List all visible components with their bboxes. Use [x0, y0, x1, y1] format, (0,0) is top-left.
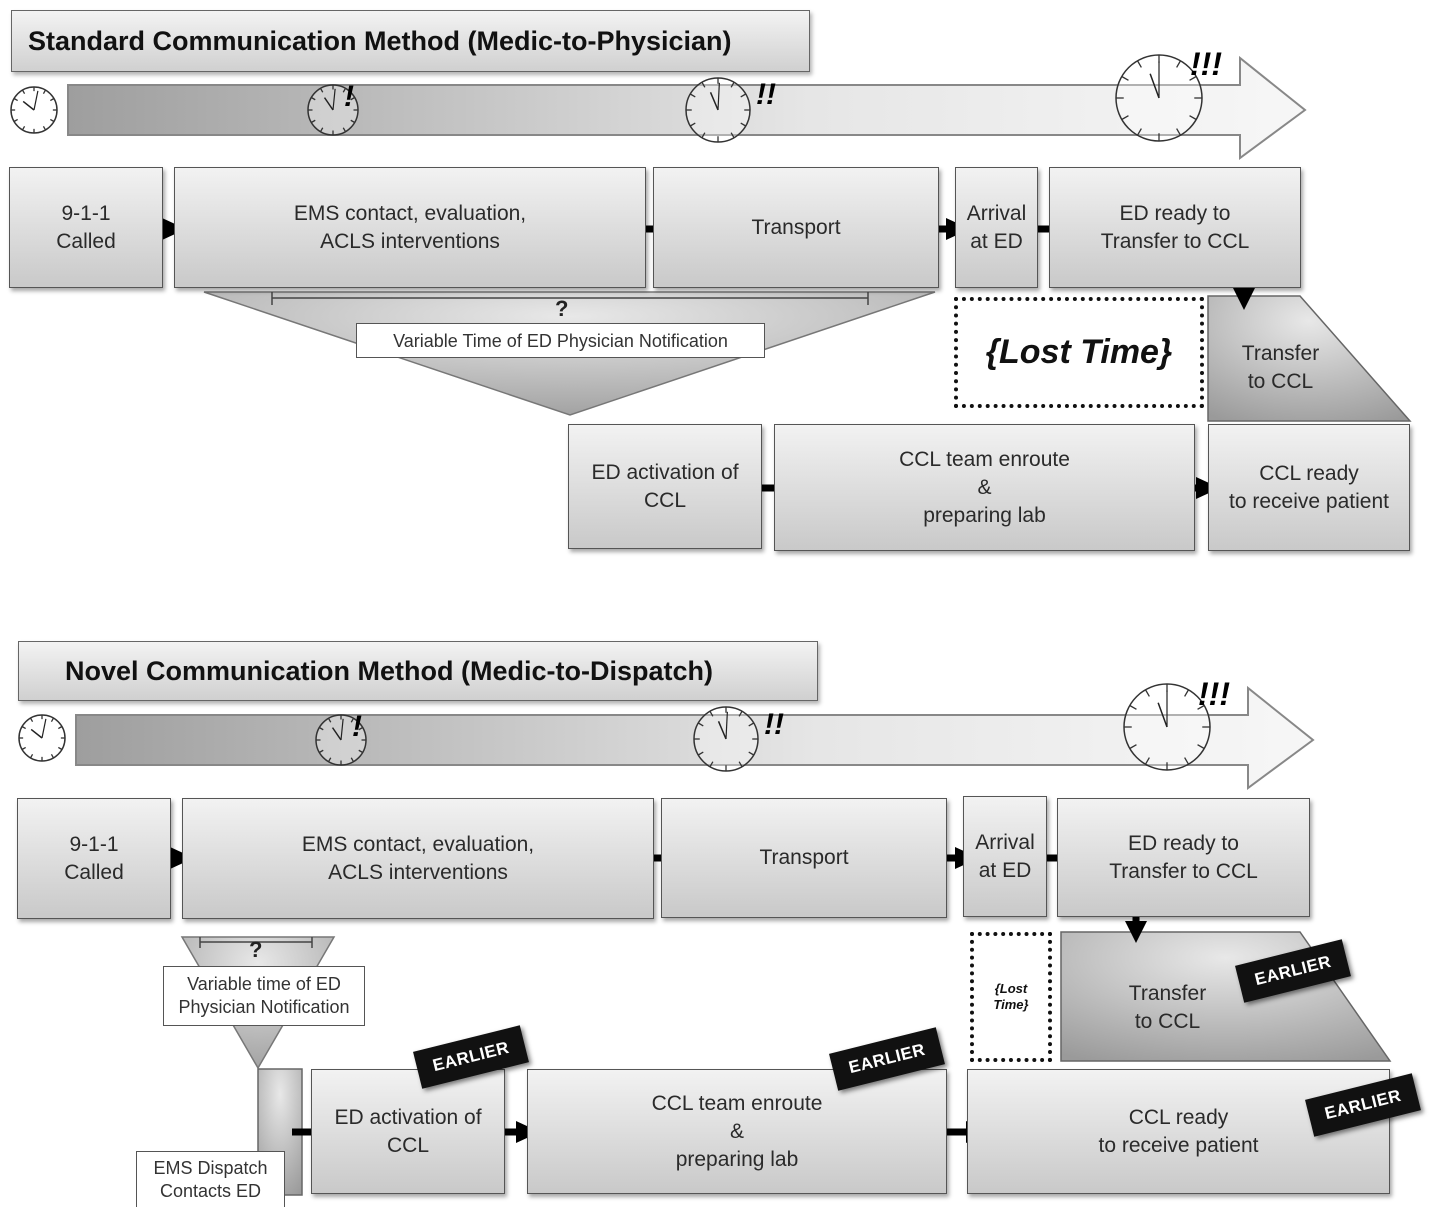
- lost-time-box: {Lost Time}: [970, 932, 1052, 1062]
- step-ed-activation: ED activation of CCL: [311, 1069, 505, 1194]
- step-911-called: 9-1-1 Called: [9, 167, 163, 288]
- step-arrival-at-ed: Arrival at ED: [963, 796, 1047, 917]
- step-ed-ready: ED ready to Transfer to CCL: [1049, 167, 1301, 288]
- step-transfer-to-ccl: Transfer to CCL: [1241, 342, 1320, 393]
- dispatch-label: EMS Dispatch Contacts ED: [136, 1151, 285, 1207]
- step-ccl-team-enroute: CCL team enroute & preparing lab: [774, 424, 1195, 551]
- urgency-mark-2: !!: [756, 78, 776, 111]
- transfer-shape-standard: [1207, 295, 1412, 422]
- bracket-question-mark: ?: [249, 937, 262, 962]
- step-ed-ready: ED ready to Transfer to CCL: [1057, 798, 1310, 917]
- notification-label: Variable Time of ED Physician Notificati…: [356, 323, 765, 358]
- urgency-mark-2: !!: [764, 708, 784, 741]
- urgency-mark-1: !: [344, 80, 354, 113]
- clock-icon: [1115, 54, 1203, 142]
- step-ccl-team-enroute: CCL team enroute & preparing lab: [527, 1069, 947, 1194]
- step-transport: Transport: [661, 798, 947, 918]
- standard-section-title: Standard Communication Method (Medic-to-…: [11, 10, 810, 72]
- step-ccl-ready: CCL ready to receive patient: [1208, 424, 1410, 551]
- step-ems-contact: EMS contact, evaluation, ACLS interventi…: [174, 167, 646, 288]
- clock-icon: [18, 714, 66, 762]
- step-ed-activation: ED activation of CCL: [568, 424, 762, 549]
- clock-icon: [693, 706, 759, 772]
- urgency-mark-1: !: [352, 710, 362, 743]
- step-911-called: 9-1-1 Called: [17, 798, 171, 919]
- step-transfer-to-ccl: Transfer to CCL: [1128, 982, 1207, 1033]
- bracket-question-mark: ?: [555, 296, 568, 321]
- novel-section-title: Novel Communication Method (Medic-to-Dis…: [18, 641, 818, 701]
- step-ems-contact: EMS contact, evaluation, ACLS interventi…: [182, 798, 654, 919]
- urgency-mark-3: !!!: [1198, 676, 1230, 712]
- notification-label: Variable time of ED Physician Notificati…: [163, 966, 365, 1026]
- clock-icon: [1123, 683, 1211, 771]
- urgency-mark-3: !!!: [1190, 46, 1222, 82]
- clock-icon: [685, 77, 751, 143]
- step-transport: Transport: [653, 167, 939, 288]
- clock-icon: [307, 84, 359, 136]
- step-arrival-at-ed: Arrival at ED: [955, 167, 1038, 288]
- clock-icon: [315, 714, 367, 766]
- clock-icon: [10, 86, 58, 134]
- lost-time-box: {Lost Time}: [954, 297, 1204, 408]
